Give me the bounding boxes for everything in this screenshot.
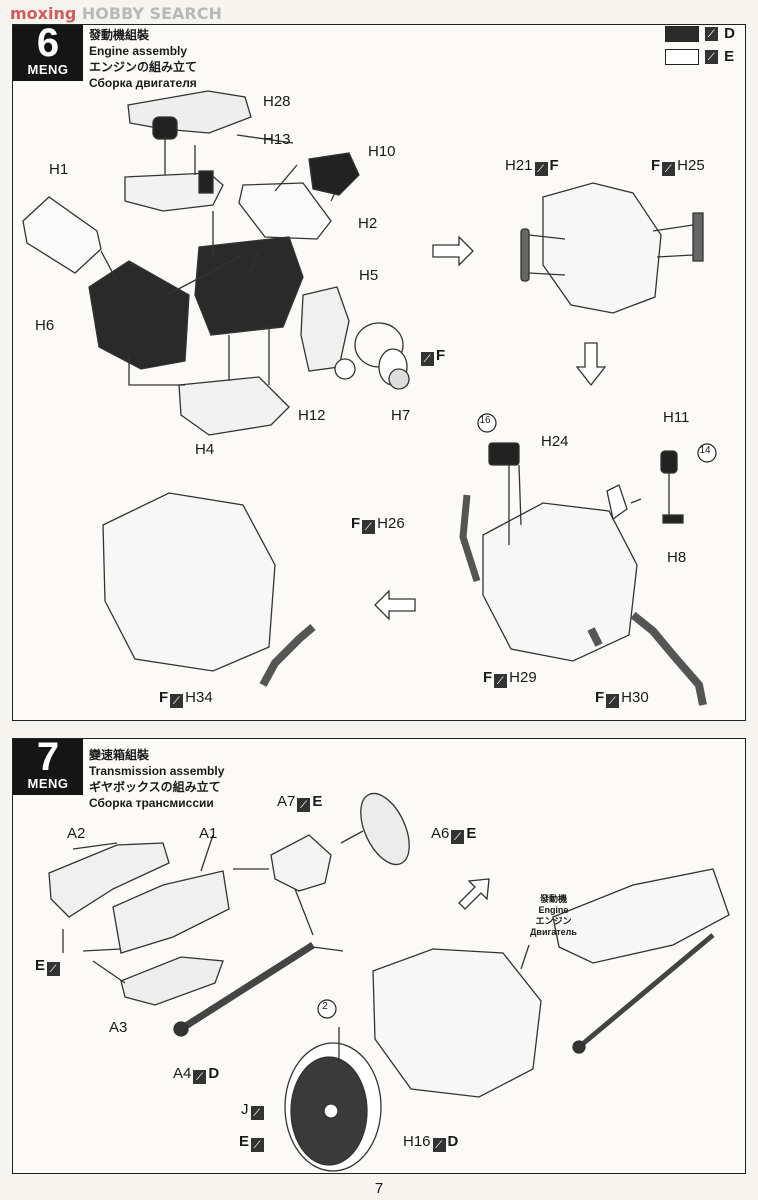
part-h8: H8	[667, 549, 687, 566]
brand-logo: MENG	[27, 62, 69, 77]
brush-icon: ⁄	[193, 1070, 207, 1084]
part-a1: A1	[199, 825, 218, 842]
part-a6: A6⁄E	[431, 825, 477, 844]
part-h12: H12	[298, 407, 326, 424]
callout-16: 16	[479, 415, 491, 426]
part-a2: A2	[67, 825, 86, 842]
part-h21: H21⁄F	[505, 157, 559, 176]
paint-key-dark: ⁄D	[665, 25, 735, 42]
watermark-prefix: moxing	[10, 4, 77, 23]
brush-icon: ⁄	[606, 694, 620, 708]
part-h34: F⁄H34	[159, 689, 213, 708]
step-7-badge: 7 MENG	[13, 735, 83, 795]
paint-e-fan: E⁄	[239, 1133, 266, 1152]
engine-assembly-diagram	[22, 90, 717, 706]
title-en: Transmission assembly	[89, 764, 225, 778]
brush-icon: ⁄	[534, 162, 548, 176]
brand-logo: MENG	[27, 776, 69, 791]
step-title: 變速箱組裝 Transmission assembly ギヤボックスの組み立て …	[89, 747, 224, 811]
color-swatch	[665, 48, 700, 65]
title-zh: 變速箱組裝	[89, 748, 150, 762]
title-ru: Сборка двигателя	[89, 76, 197, 90]
callout-2: 2	[322, 1001, 328, 1012]
part-h2: H2	[358, 215, 378, 232]
brush-icon: ⁄	[362, 520, 376, 534]
step-7-panel: 7 MENG 變速箱組裝 Transmission assembly ギヤボック…	[12, 735, 746, 1174]
brush-icon: ⁄	[170, 694, 184, 708]
part-a4: A4⁄D	[173, 1065, 220, 1084]
paint-key-white: ⁄E	[665, 48, 735, 65]
transmission-assembly-diagram	[48, 792, 730, 1172]
paint-e-a2: E⁄	[35, 957, 62, 976]
step-6-panel: 6 MENG 發動機組裝 Engine assembly エンジンの組み立て С…	[12, 21, 746, 721]
page-number: 7	[374, 1180, 384, 1197]
part-h1: H1	[49, 161, 69, 178]
title-zh: 發動機組裝	[89, 28, 150, 42]
step-title: 發動機組裝 Engine assembly エンジンの組み立て Сборка д…	[89, 27, 197, 91]
part-h16: H16⁄D	[403, 1133, 459, 1152]
callout-14: 14	[699, 445, 711, 456]
part-h24: H24	[541, 433, 569, 450]
step-number: 6	[36, 21, 60, 65]
part-h7: H7	[391, 407, 411, 424]
brush-icon: ⁄	[705, 49, 719, 64]
step-6-badge: 6 MENG	[13, 21, 83, 81]
part-h29: F⁄H29	[483, 669, 537, 688]
engine-label: 發動機 Engine エンジン Двигатель	[530, 894, 577, 937]
brush-icon: ⁄	[451, 830, 465, 844]
part-j: J⁄	[241, 1101, 266, 1120]
part-h5: H5	[359, 267, 379, 284]
title-ja: エンジンの組み立て	[89, 60, 198, 74]
paint-key: ⁄D ⁄E	[665, 25, 735, 71]
part-h13: H13	[263, 131, 291, 148]
paint-code: D	[724, 25, 735, 42]
watermark-text: HOBBY SEARCH	[81, 4, 222, 23]
paint-f-h7: ⁄F	[419, 347, 445, 366]
part-h10: H10	[368, 143, 396, 160]
color-swatch	[665, 25, 700, 42]
part-h25: F⁄H25	[651, 157, 705, 176]
watermark: moxing HOBBY SEARCH	[10, 4, 222, 23]
part-h11: H11	[663, 409, 690, 426]
paint-code: E	[724, 48, 735, 65]
title-ru: Сборка трансмиссии	[89, 796, 214, 810]
part-h6: H6	[35, 317, 55, 334]
step-number: 7	[36, 735, 60, 779]
part-h26: F⁄H26	[351, 515, 405, 534]
title-en: Engine assembly	[89, 44, 188, 58]
brush-icon: ⁄	[251, 1138, 265, 1152]
brush-icon: ⁄	[47, 962, 61, 976]
part-a3: A3	[109, 1019, 128, 1036]
brush-icon: ⁄	[705, 26, 719, 41]
brush-icon: ⁄	[432, 1138, 446, 1152]
part-h28: H28	[263, 93, 291, 110]
part-h4: H4	[195, 441, 215, 458]
part-a7: A7⁄E	[277, 793, 323, 812]
part-h30: F⁄H30	[595, 689, 649, 708]
brush-icon: ⁄	[662, 162, 676, 176]
title-ja: ギヤボックスの組み立て	[89, 780, 221, 794]
brush-icon: ⁄	[297, 798, 311, 812]
brush-icon: ⁄	[494, 674, 508, 688]
brush-icon: ⁄	[250, 1106, 264, 1120]
brush-icon: ⁄	[421, 352, 434, 366]
